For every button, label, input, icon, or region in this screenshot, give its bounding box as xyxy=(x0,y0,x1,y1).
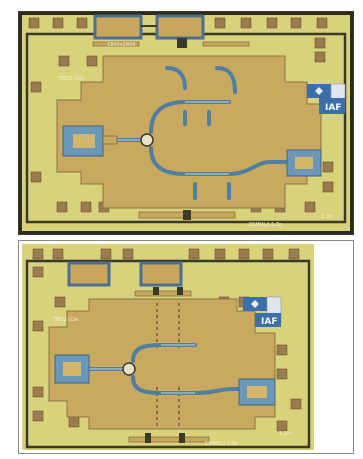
bottom-via xyxy=(183,210,191,220)
junction xyxy=(140,133,154,147)
ground-plane xyxy=(56,55,322,209)
logo-block: IAF xyxy=(243,296,282,327)
logo-block: IAF xyxy=(307,83,346,114)
corner-label: 1.3H xyxy=(321,214,333,220)
logo-text: IAF xyxy=(261,317,277,327)
bottom-via-a xyxy=(145,433,151,443)
transmission-lines-inner xyxy=(113,101,229,175)
rf-input-pad xyxy=(62,125,118,157)
top-blue-pads xyxy=(67,261,192,297)
logo-text: IAF xyxy=(325,103,341,113)
size-label: 1800x2800 xyxy=(107,42,135,48)
ring-border xyxy=(25,259,311,449)
top-pad-row xyxy=(28,17,328,29)
bottom-chip-image: IAF TBD2 G2e 1.2H ESMHL2 1-8p xyxy=(19,241,353,453)
bottom-strip xyxy=(128,436,210,443)
rf-output-pad xyxy=(286,149,322,177)
rf-output-pad xyxy=(238,378,276,406)
bottom-chip-frame: IAF TBD2 G2e 1.2H ESMHL2 1-8p xyxy=(18,240,354,454)
corner-label: 1.2H xyxy=(279,431,291,437)
rf-input-pad xyxy=(54,354,90,384)
top-blue-pads xyxy=(92,14,250,48)
top-chip-image: IAF TBD2 G2e 1800x2800 1.3H ESMHL4 1-8p xyxy=(22,14,350,231)
transmission-lines-inner xyxy=(89,344,195,394)
bottom-label: ESMHL4 1-8p xyxy=(249,222,282,228)
top-pad-row xyxy=(32,248,300,260)
note-label: TBD2 G2e xyxy=(58,76,84,82)
ground-plane xyxy=(48,298,276,430)
junction xyxy=(122,362,136,376)
bottom-via-b xyxy=(179,433,185,443)
note-label: TBD2 G2e xyxy=(52,317,78,323)
bottom-label: ESMHL2 1-8p xyxy=(205,441,238,447)
top-chip-frame: IAF TBD2 G2e 1800x2800 1.3H ESMHL4 1-8p xyxy=(18,11,354,235)
